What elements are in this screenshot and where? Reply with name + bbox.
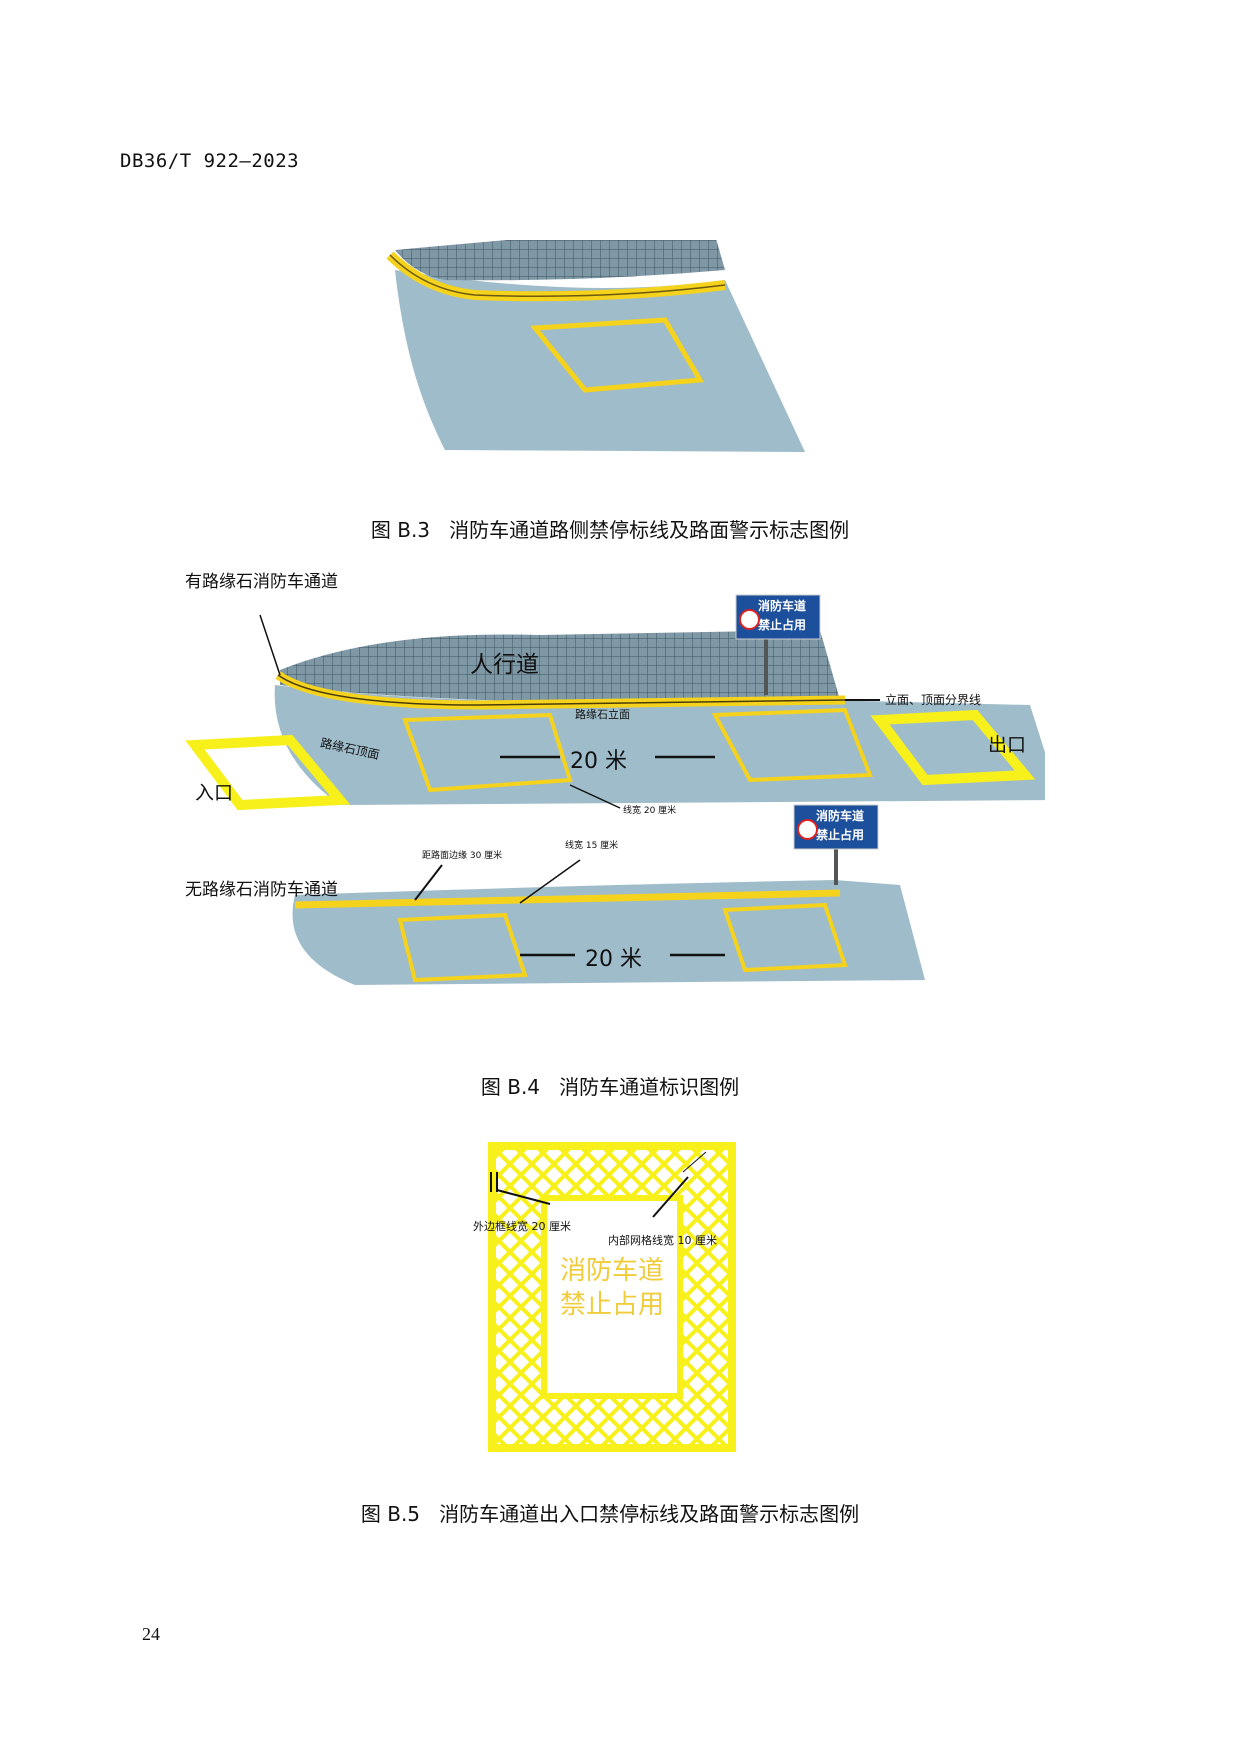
- label-line-width-20: 线宽 20 厘米: [623, 806, 677, 816]
- label-no-curb-lane: 无路缘石消防车通道: [185, 880, 338, 900]
- label-boundary: 立面、顶面分界线: [885, 693, 982, 707]
- label-line-width-15: 线宽 15 厘米: [565, 841, 619, 851]
- label-entrance: 入口: [195, 782, 234, 804]
- marking-box: [397, 912, 528, 983]
- figure-b3-caption: 图 B.3 消防车通道路侧禁停标线及路面警示标志图例: [370, 518, 850, 542]
- label-edge-distance: 距路面边缘 30 厘米: [422, 851, 503, 861]
- curb-dark-line: [389, 254, 726, 297]
- label-distance-bottom: 20 米: [585, 947, 642, 972]
- figure-b4-illustration: 有路缘石消防车通道 人行道 路缘石立面 路缘石顶面 立面、顶面分界线 入口 出口…: [180, 572, 1045, 1040]
- sidewalk-tiles: [280, 630, 840, 703]
- label-inner-width: 内部网格线宽 10 厘米: [608, 1234, 717, 1247]
- label-curb-face: 路缘石立面: [575, 708, 630, 721]
- entrance-grid: [185, 734, 351, 811]
- marking-box: [711, 707, 873, 783]
- label-exit: 出口: [988, 734, 1027, 756]
- no-parking-icon: [739, 609, 760, 630]
- fire-lane-sign-top: 消防车道禁止占用: [758, 599, 807, 632]
- figure-b3-illustration: [386, 240, 805, 452]
- page-number: 24: [142, 1624, 160, 1644]
- figure-b5-illustration: 外边框线宽 20 厘米 内部网格线宽 10 厘米 消防车道禁止占用: [473, 1142, 736, 1452]
- road-surface: [395, 270, 805, 452]
- document-code-header: DB36/T 922—2023: [120, 150, 300, 172]
- figure-b4-caption: 图 B.4 消防车通道标识图例: [480, 1075, 740, 1099]
- label-sidewalk: 人行道: [470, 652, 539, 678]
- marking-box: [722, 902, 848, 973]
- marking-box: [402, 712, 573, 793]
- fire-lane-sign-bottom: 消防车道禁止占用: [816, 809, 865, 842]
- label-distance-top: 20 米: [570, 749, 627, 774]
- fire-lane-marking-text: 消防车道禁止占用: [560, 1256, 665, 1320]
- exit-grid: [870, 709, 1036, 786]
- pavement-marking-box: [530, 317, 705, 393]
- edge-yellow-line: [294, 889, 841, 909]
- label-outer-width: 外边框线宽 20 厘米: [473, 1220, 571, 1233]
- sidewalk-tiles: [395, 240, 725, 281]
- label-curb-lane: 有路缘石消防车通道: [185, 572, 338, 592]
- no-parking-icon: [797, 819, 818, 840]
- figure-b5-caption: 图 B.5 消防车通道出入口禁停标线及路面警示标志图例: [360, 1502, 860, 1526]
